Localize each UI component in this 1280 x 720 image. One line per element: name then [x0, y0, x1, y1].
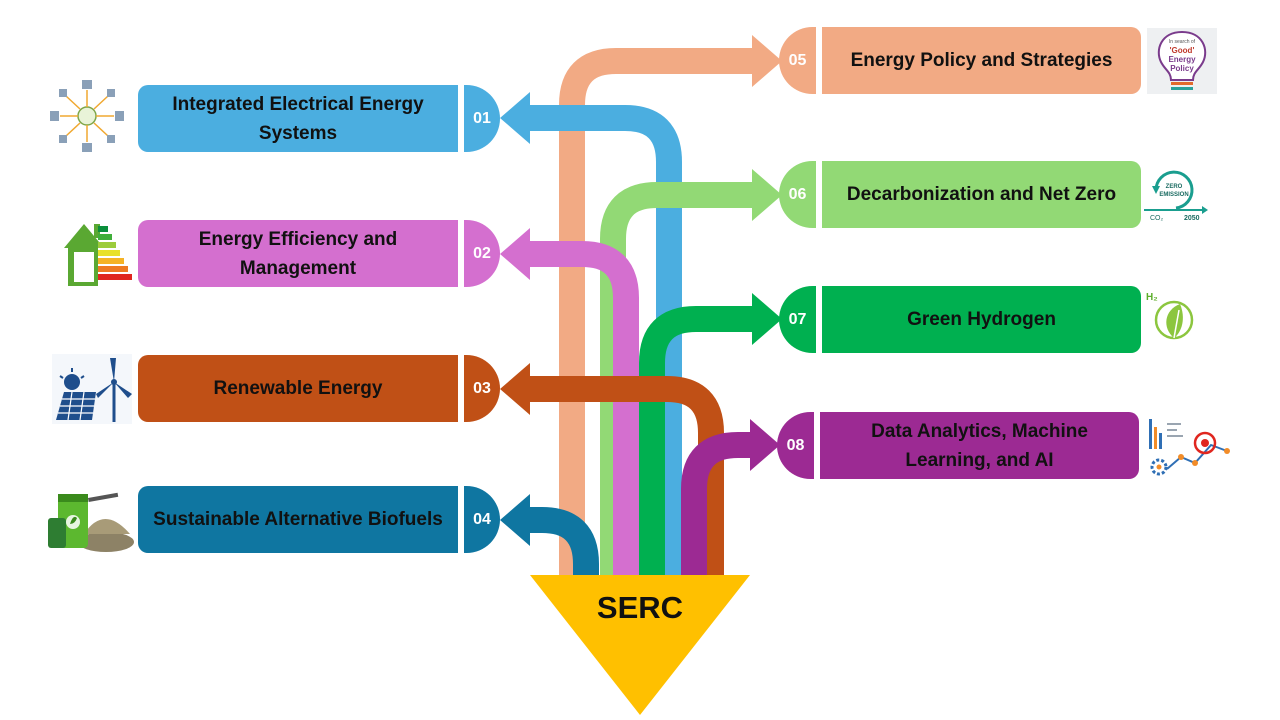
- topic-06-label: Decarbonization and Net Zero: [822, 161, 1141, 228]
- svg-text:2050: 2050: [1184, 215, 1200, 222]
- biofuel-icon: [48, 492, 134, 552]
- serc-hub-label: SERC: [596, 590, 684, 625]
- hydrogen-leaf-icon: H₂: [1146, 292, 1194, 340]
- topic-01-label: Integrated Electrical Energy Systems: [138, 85, 458, 152]
- svg-text:CO₂: CO₂: [1150, 215, 1164, 222]
- topic-07-label: Green Hydrogen: [822, 286, 1141, 353]
- topic-08-label: Data Analytics, Machine Learning, and AI: [820, 412, 1139, 479]
- flow-arrow-04: [500, 494, 599, 580]
- flow-arrow-03: [500, 363, 724, 580]
- topic-03-label: Renewable Energy: [138, 355, 458, 422]
- flow-arrow-05: [559, 35, 782, 580]
- svg-text:'Good': 'Good': [1170, 46, 1195, 55]
- flow-arrow-01: [500, 92, 682, 580]
- svg-text:In search of: In search of: [1169, 39, 1196, 45]
- svg-text:Policy: Policy: [1170, 64, 1194, 73]
- svg-text:Energy: Energy: [1168, 55, 1196, 64]
- flow-arrow-02: [500, 228, 639, 580]
- topic-04-label: Sustainable Alternative Biofuels: [138, 486, 458, 553]
- zero-emission-icon: ZERO EMISSION CO₂ 2050: [1144, 170, 1208, 222]
- policy-bulb-icon: In search of 'Good' Energy Policy: [1147, 28, 1217, 94]
- topic-05-label: Energy Policy and Strategies: [822, 27, 1141, 94]
- flow-arrow-07: [639, 293, 782, 580]
- data-analytics-icon: [1145, 413, 1235, 477]
- solar-wind-icon: [52, 354, 132, 424]
- energy-rating-house-icon: [64, 224, 132, 286]
- svg-text:H₂: H₂: [1146, 292, 1158, 303]
- svg-text:EMISSION: EMISSION: [1159, 192, 1188, 198]
- microgrid-icon: [46, 76, 128, 156]
- flow-arrow-08: [681, 419, 780, 580]
- svg-text:ZERO: ZERO: [1166, 184, 1183, 190]
- flow-arrow-06: [600, 169, 782, 580]
- topic-02-label: Energy Efficiency and Management: [138, 220, 458, 287]
